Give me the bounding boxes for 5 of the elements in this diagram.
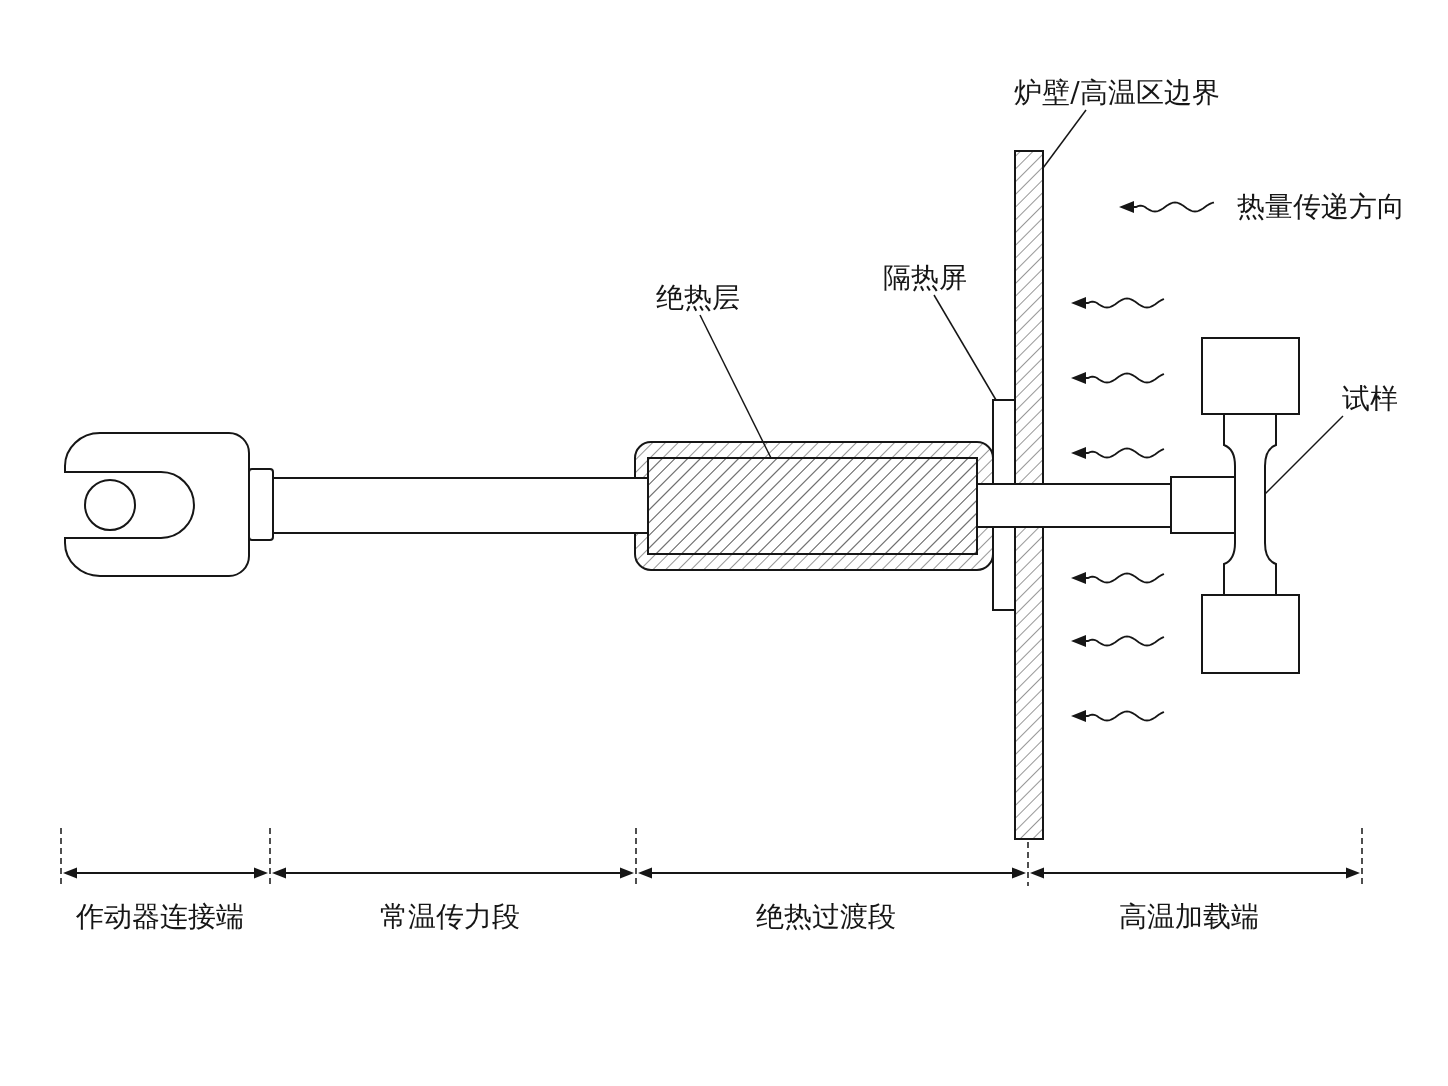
legend-label: 热量传递方向	[1237, 190, 1405, 224]
section-label: 作动器连接端	[76, 900, 244, 934]
section-label: 绝热过渡段	[756, 900, 896, 934]
section-label: 高温加载端	[1119, 900, 1259, 934]
section-label: 常温传力段	[380, 900, 520, 934]
